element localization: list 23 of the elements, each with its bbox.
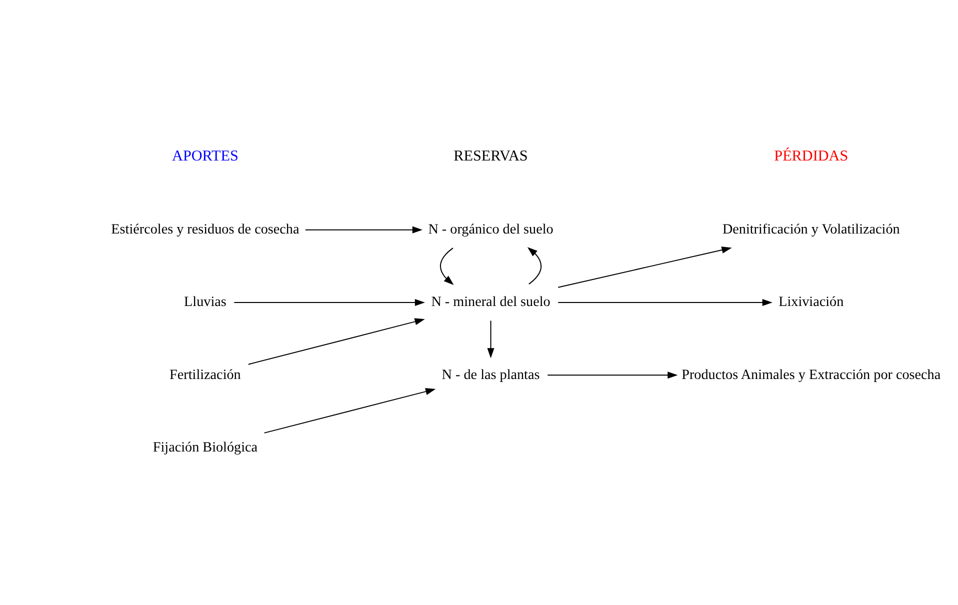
node-text: Productos Animales y Extracción por cosecha [682, 366, 941, 383]
arrow [305, 226, 422, 234]
node-text: Fijación Biológica [152, 440, 258, 456]
arrow [487, 320, 494, 358]
arrow [440, 248, 454, 286]
node-text: Lluvias [184, 294, 226, 310]
arrow [248, 318, 425, 365]
node-text: N - mineral del suelo [431, 294, 550, 310]
label: APORTES [172, 148, 238, 165]
arrow [527, 247, 542, 284]
node-text: Denitrificación y Volatilización [722, 222, 900, 238]
arrow [234, 298, 425, 306]
node-text: N - orgánico del suelo [428, 222, 554, 238]
arrow [558, 298, 772, 306]
node-text: Fertilización [170, 366, 241, 383]
node-text: Lixiviación [778, 294, 844, 310]
arrow [558, 246, 732, 288]
arrow [264, 388, 436, 434]
node-text: N - de las plantas [442, 366, 540, 383]
label: RESERVAS [454, 148, 528, 165]
arrow [548, 372, 678, 379]
label: PÉRDIDAS [774, 148, 848, 165]
node-text: Estiércoles y residuos de cosecha [111, 222, 300, 238]
